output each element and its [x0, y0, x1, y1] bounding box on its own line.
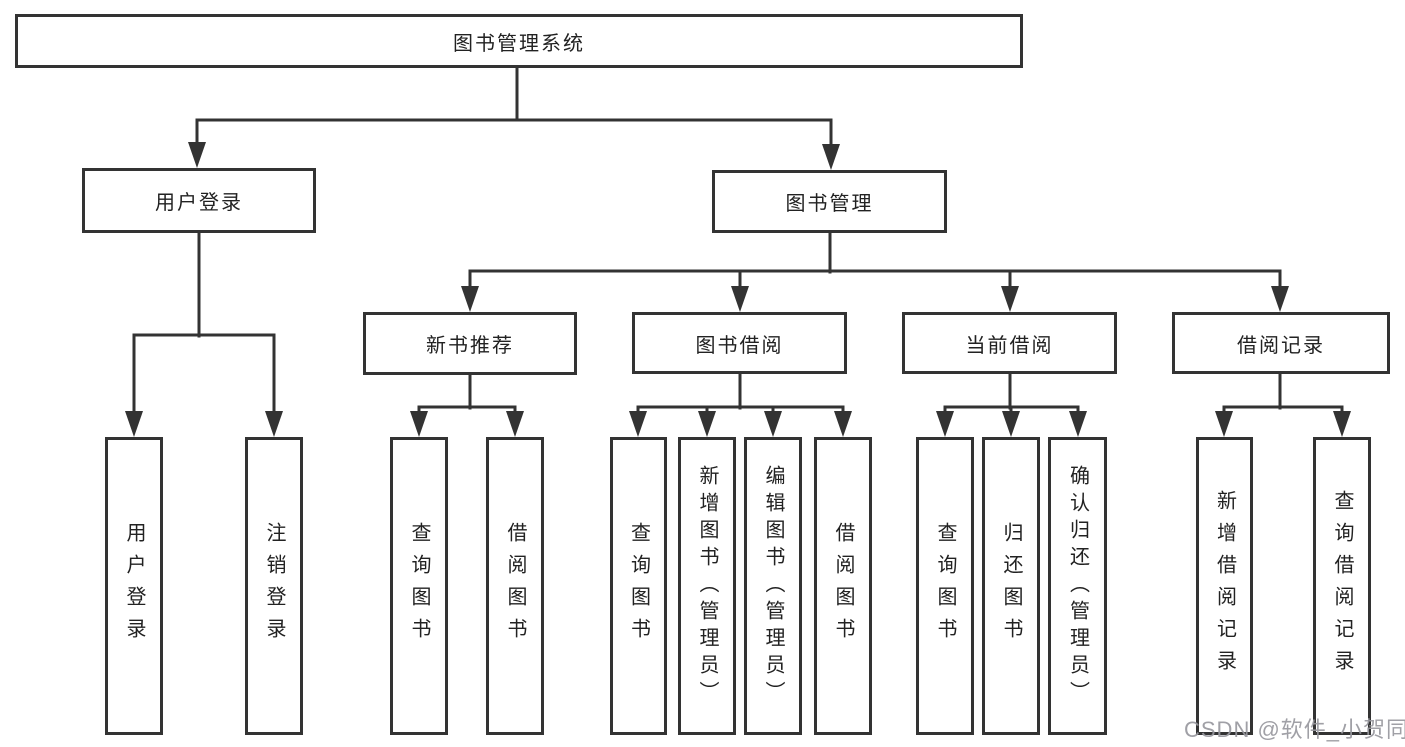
node-leaf-return-books: 归还图书 [982, 437, 1040, 735]
node-user-login-branch: 用户登录 [82, 168, 316, 233]
node-leaf-query-books-recommend: 查询图书 [390, 437, 448, 735]
node-leaf-query-borrow-record: 查询借阅记录 [1313, 437, 1371, 735]
csdn-watermark: CSDN @软件_小贺同学 [1184, 717, 1405, 742]
node-leaf-add-book-admin: 新增图书（管理员） [678, 437, 736, 735]
node-leaf-query-books-borrow: 查询图书 [610, 437, 667, 735]
node-leaf-edit-book-admin: 编辑图书（管理员） [744, 437, 802, 735]
node-new-book-recommend: 新书推荐 [363, 312, 577, 375]
node-leaf-logout: 注销登录 [245, 437, 303, 735]
node-leaf-borrow-books: 借阅图书 [814, 437, 872, 735]
node-book-borrowing: 图书借阅 [632, 312, 847, 374]
node-root-system: 图书管理系统 [15, 14, 1023, 68]
node-book-management-branch: 图书管理 [712, 170, 947, 233]
node-leaf-user-login: 用户登录 [105, 437, 163, 735]
node-leaf-borrow-books-recommend: 借阅图书 [486, 437, 544, 735]
node-borrowing-records: 借阅记录 [1172, 312, 1390, 374]
node-leaf-query-books-current: 查询图书 [916, 437, 974, 735]
node-leaf-confirm-return-admin: 确认归还（管理员） [1048, 437, 1107, 735]
node-current-borrowing: 当前借阅 [902, 312, 1117, 374]
node-leaf-add-borrow-record: 新增借阅记录 [1196, 437, 1253, 735]
